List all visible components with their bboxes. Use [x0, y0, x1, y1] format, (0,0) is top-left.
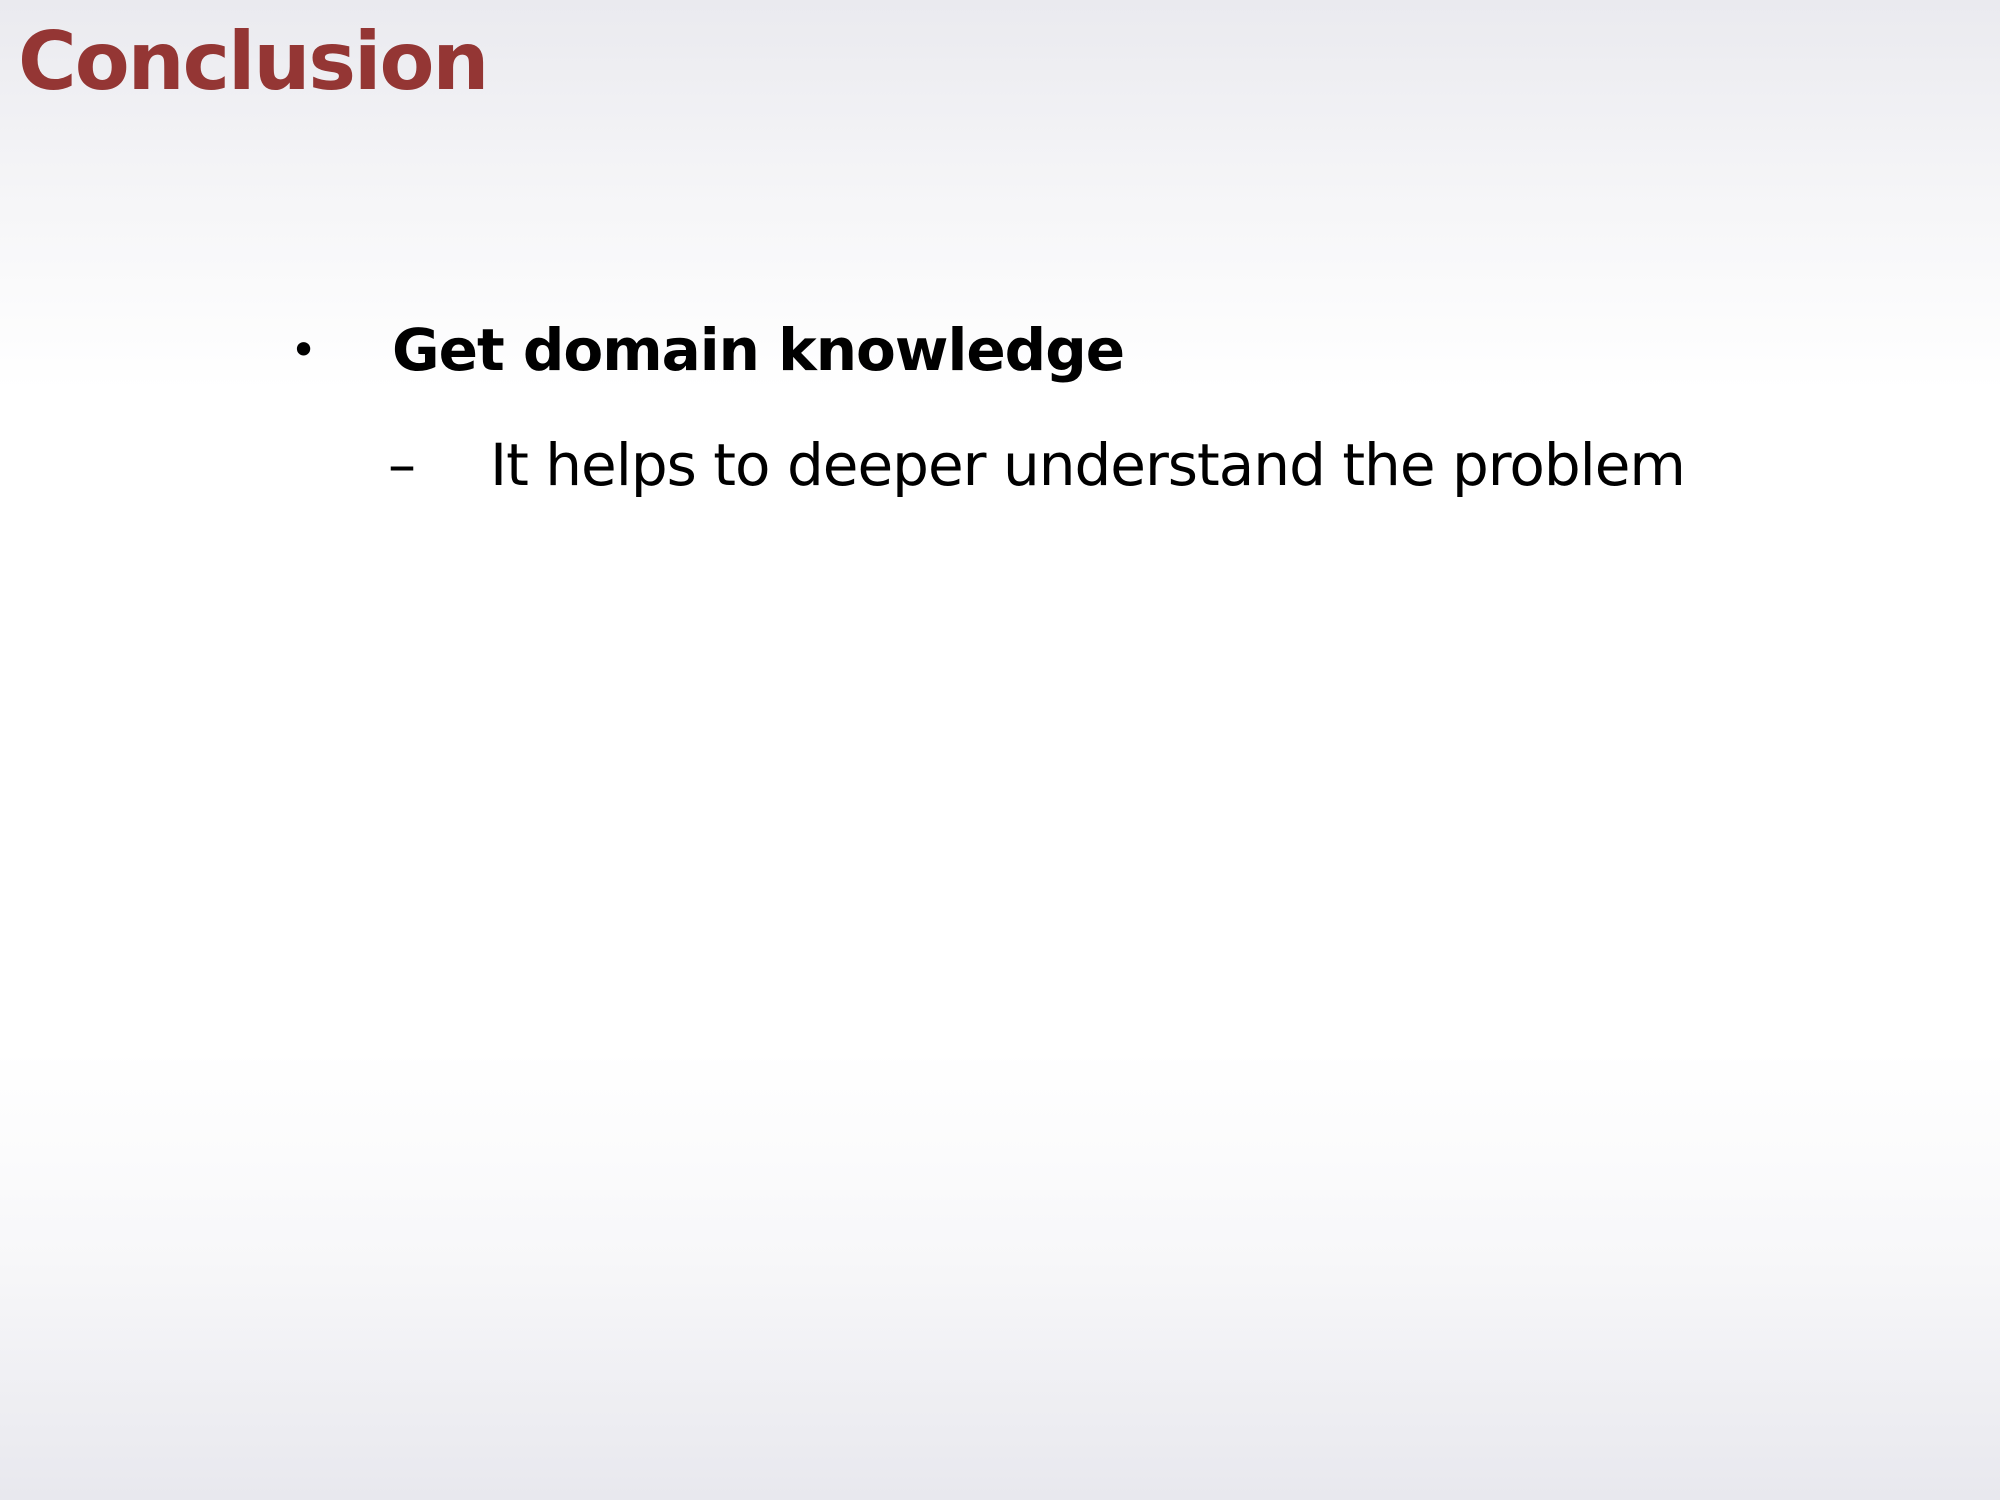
bullet-dot-icon: • — [290, 323, 318, 377]
dash-icon: – — [388, 432, 416, 498]
bullet-text: Get domain knowledge — [392, 316, 1125, 384]
sub-bullet-text: It helps to deeper understand the proble… — [490, 431, 1686, 499]
slide-title: Conclusion — [18, 15, 489, 108]
sub-bullet-item: – It helps to deeper understand the prob… — [388, 425, 1686, 505]
bullet-item: • Get domain knowledge — [290, 310, 1125, 390]
